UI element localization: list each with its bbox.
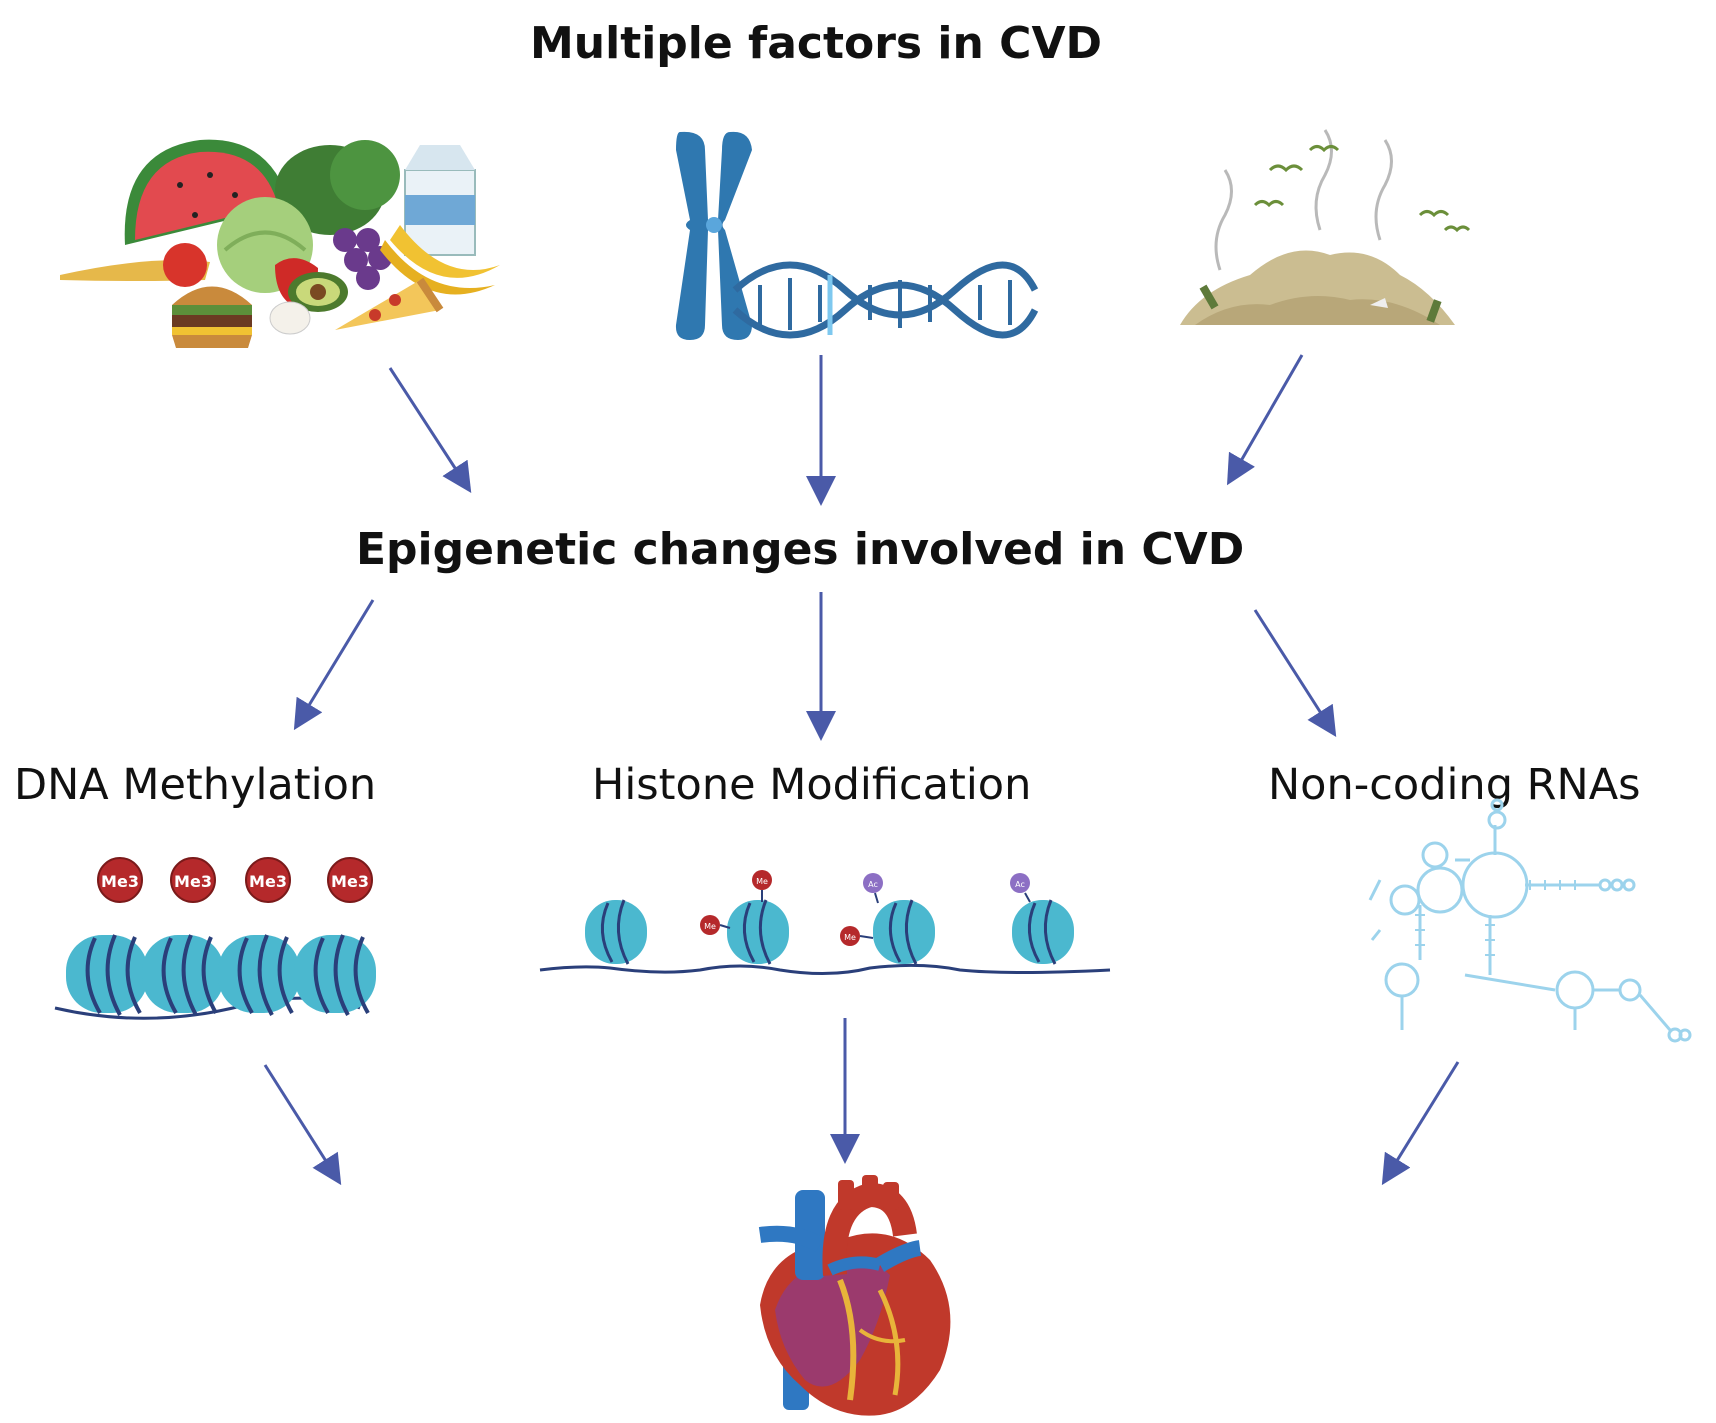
histone-mark-label-5: Ac	[1015, 880, 1025, 889]
histone-modification-icon: Me Me Me Ac Ac	[539, 870, 1111, 976]
mechanism-label-histone-modification: Histone Modification	[592, 760, 1032, 810]
histone-mark-4: Ac	[863, 873, 883, 893]
methyl-mark-4: Me3	[327, 857, 373, 903]
histone-mark-5: Ac	[1010, 873, 1030, 893]
methyl-mark-label-2: Me3	[174, 872, 212, 891]
middle-heading: Epigenetic changes involved in CVD	[356, 524, 1245, 575]
arrow-dna-methylation-to-heart	[263, 1064, 342, 1186]
food-icon	[60, 139, 500, 348]
mechanism-label-dna-methylation: DNA Methylation	[14, 760, 377, 810]
arrow-epigenetics-to-dna-methylation	[293, 599, 375, 731]
chromosome-dna-icon	[675, 131, 1039, 340]
heart-icon	[758, 1175, 951, 1416]
histone-mark-label-3: Me	[844, 933, 856, 942]
histone-mark-label-2: Me	[704, 922, 716, 931]
histone-mark-2: Me	[700, 915, 720, 935]
methyl-mark-label-4: Me3	[331, 872, 369, 891]
methyl-mark-2: Me3	[170, 857, 216, 903]
arrow-environment-to-epigenetics	[1227, 354, 1304, 486]
methyl-mark-label-3: Me3	[249, 872, 287, 891]
arrow-food-to-epigenetics	[388, 367, 472, 494]
histone-mark-1: Me	[752, 870, 772, 890]
histone-mark-label-1: Me	[756, 877, 768, 886]
diagram-title: Multiple factors in CVD	[530, 18, 1103, 69]
nucleosome-methylation-icon: Me3 Me3 Me3 Me3	[54, 857, 376, 1020]
arrow-non-coding-rnas-to-heart	[1381, 1061, 1460, 1186]
methyl-mark-label-1: Me3	[101, 872, 139, 891]
histone-mark-3: Me	[840, 926, 860, 946]
arrow-epigenetics-to-non-coding-rnas	[1253, 609, 1337, 738]
methyl-mark-3: Me3	[245, 857, 291, 903]
rna-structure-icon	[1368, 798, 1692, 1043]
histone-mark-label-4: Ac	[868, 880, 878, 889]
methyl-mark-1: Me3	[97, 857, 143, 903]
mechanism-label-non-coding-rnas: Non-coding RNAs	[1268, 760, 1641, 810]
pollution-waste-icon	[1180, 129, 1471, 325]
